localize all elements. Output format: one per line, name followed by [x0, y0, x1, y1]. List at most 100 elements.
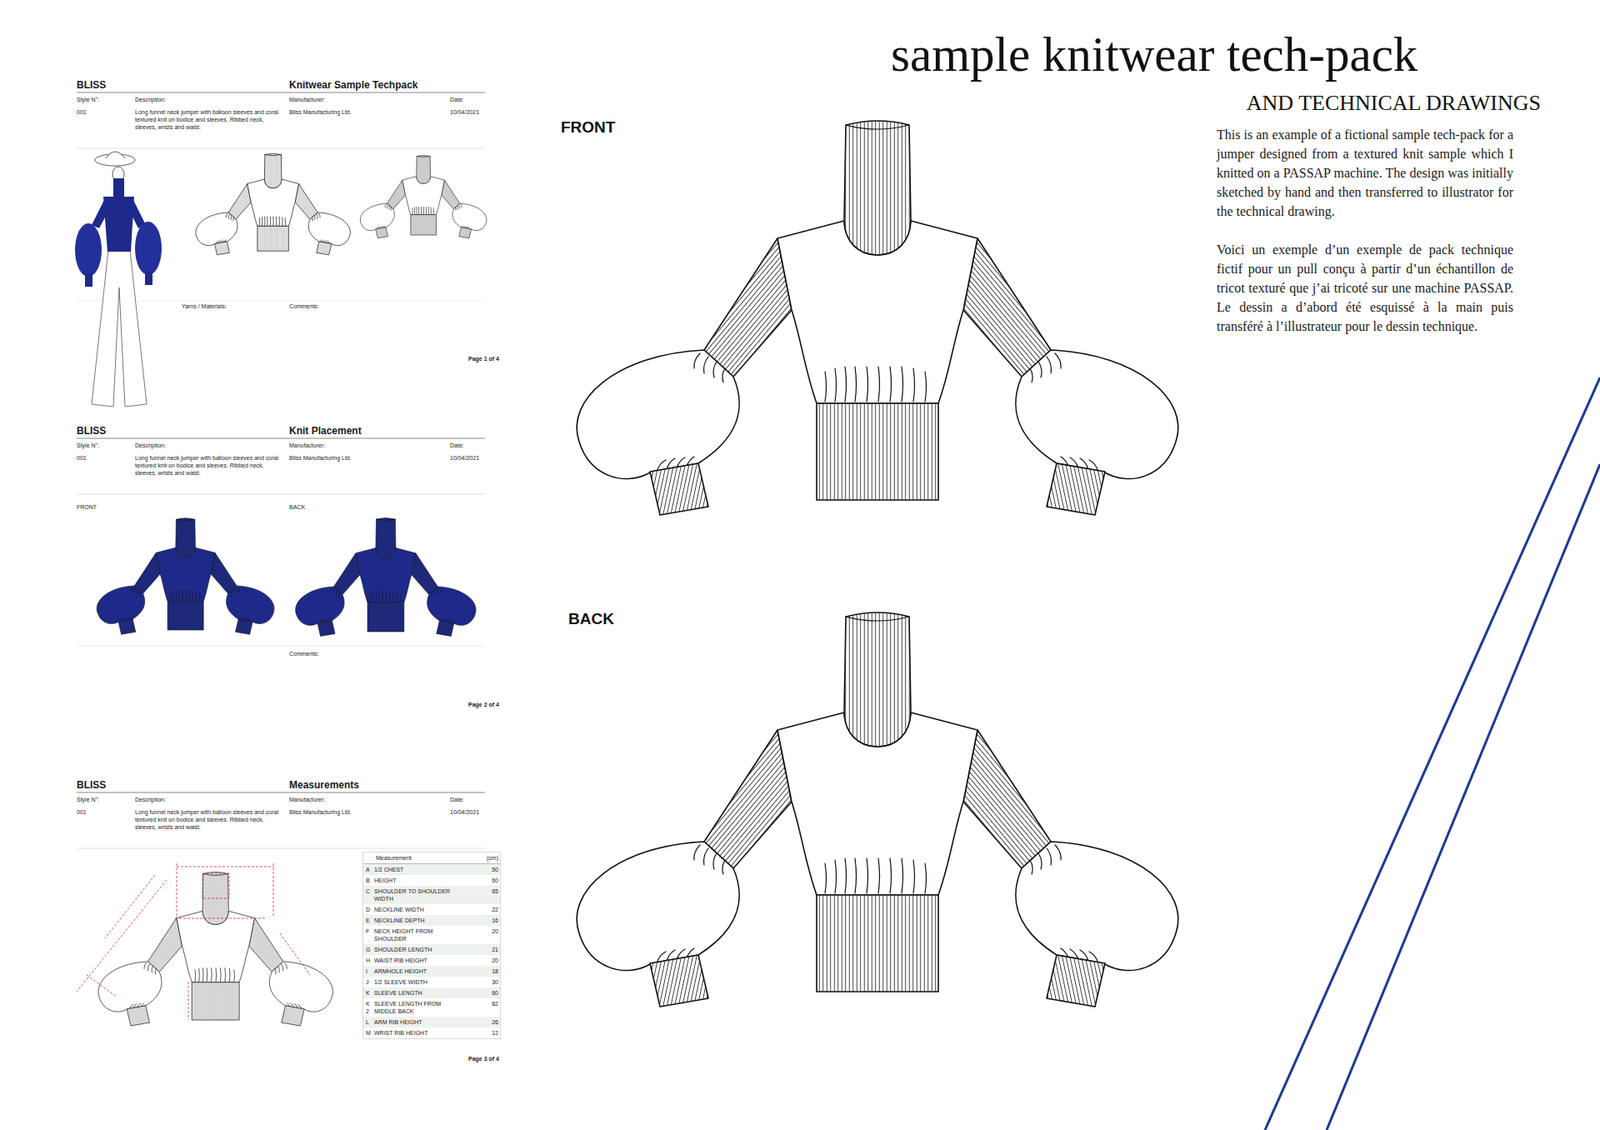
row-letter: F: [365, 927, 375, 935]
row-letter: A: [365, 865, 375, 874]
field-value: Long funnel neck jumper with balloon sle…: [135, 455, 281, 477]
field-value: Bliss Manufacturing Ltd.: [289, 809, 352, 817]
measurement-value: 20: [460, 927, 499, 935]
measurement-value: 60: [460, 876, 499, 885]
measurement-value: 60: [460, 989, 499, 997]
field-name: Description:: [135, 796, 166, 805]
page-number: Page 1 of 4: [468, 355, 500, 364]
field-name: Comments:: [289, 303, 320, 311]
row-letter: B: [365, 876, 375, 885]
table-row: GSHOULDER LENGTH21: [363, 944, 500, 955]
diagonal-lines: [1265, 377, 1600, 1130]
front-flat: [576, 120, 1179, 515]
measurement-value: 12: [460, 1029, 499, 1037]
fashion-illustration: [75, 151, 162, 407]
measurement-name: WAIST RIB HEIGHT: [374, 956, 461, 965]
field-name: Style N°:: [76, 96, 100, 105]
view-name: BACK: [568, 609, 615, 630]
field-name: Description:: [135, 442, 166, 450]
measurement-name: ARM RIB HEIGHT: [374, 1018, 461, 1026]
field-value: 10/04/2021: [450, 809, 480, 817]
table-row: MWRIST RIB HEIGHT12: [363, 1027, 500, 1039]
table-row: ENECKLINE DEPTH16: [363, 915, 500, 926]
table-row: FNECK HEIGHT FROM SHOULDER20: [363, 925, 500, 945]
row-letter: E: [365, 916, 375, 925]
sheet-title: Knitwear Sample Techpack: [289, 79, 419, 92]
view-name: BACK: [289, 504, 305, 512]
measurement-name: SLEEVE LENGTH FROM MIDDLE BACK: [374, 1000, 461, 1015]
field-value: Long funnel neck jumper with balloon sle…: [135, 809, 281, 831]
table-row: CSHOULDER TO SHOULDER WIDTH65: [363, 885, 500, 905]
measurement-name: HEIGHT: [374, 876, 461, 885]
brand-name: BLISS: [76, 779, 106, 792]
field-value: Long funnel neck jumper with balloon sle…: [135, 109, 281, 131]
table-row: A1/2 CHEST50: [363, 864, 500, 875]
measurement-name: NECK HEIGHT FROM SHOULDER: [374, 927, 461, 943]
brand-name: BLISS: [76, 79, 106, 92]
description-paragraph: This is an example of a fictional sample…: [1216, 125, 1514, 221]
field-name: Comments:: [289, 650, 320, 659]
measurement-value: 16: [460, 916, 499, 925]
table-row: IARMHOLE HEIGHT18: [363, 965, 500, 977]
measurement-name: ARMHOLE HEIGHT: [374, 967, 461, 975]
column-header: (cm): [486, 854, 499, 862]
measurement-name: 1/2 CHEST: [374, 865, 461, 874]
table-row: K 2SLEEVE LENGTH FROM MIDDLE BACK82: [363, 998, 500, 1017]
field-value: 10/04/2021: [450, 455, 480, 463]
table-row: LARM RIB HEIGHT26: [363, 1016, 500, 1028]
measurement-name: SHOULDER TO SHOULDER WIDTH: [374, 887, 461, 903]
field-value: 001: [76, 109, 87, 117]
row-letter: K 2: [365, 1000, 375, 1015]
field-name: Style N°:: [76, 796, 100, 805]
row-letter: L: [365, 1018, 375, 1026]
field-name: Manufacturer:: [289, 796, 325, 805]
field-name: Date:: [450, 796, 465, 805]
row-letter: G: [365, 945, 375, 954]
row-letter: I: [365, 967, 375, 975]
measurement-name: NECKLINE DEPTH: [374, 916, 461, 925]
row-letter: H: [365, 956, 375, 965]
measurement-value: 50: [460, 865, 499, 874]
sheet-title: Measurements: [289, 779, 360, 792]
view-name: FRONT: [560, 117, 615, 138]
field-name: Date:: [450, 442, 465, 450]
table-row: J1/2 SLEEVE WIDTH30: [363, 976, 500, 988]
text-column: This is an example of a fictional sample…: [1216, 125, 1514, 355]
measurement-value: 65: [460, 887, 499, 895]
table-header: Measurement(cm): [363, 852, 500, 865]
field-name: Manufacturer:: [289, 96, 325, 105]
column-header: Measurement: [375, 854, 487, 862]
measurement-name: SLEEVE LENGTH: [374, 989, 461, 997]
description-paragraph: Voici un exemple d’un exemple de pack te…: [1216, 240, 1514, 336]
sheet-title: Knit Placement: [289, 425, 362, 438]
field-name: Description:: [135, 96, 166, 105]
row-letter: K: [365, 989, 375, 997]
subtitle: AND TECHNICAL DRAWINGS: [1246, 90, 1541, 118]
row-letter: D: [365, 905, 375, 914]
table-row: DNECKLINE WIDTH22: [363, 904, 500, 915]
measurement-value: 20: [460, 956, 499, 965]
back-flat: [576, 612, 1179, 1007]
field-value: 10/04/2021: [450, 109, 480, 117]
table-row: BHEIGHT60: [363, 875, 500, 886]
measurement-value: 18: [460, 967, 499, 975]
field-name: Date:: [450, 96, 465, 105]
field-value: Bliss Manufacturing Ltd.: [289, 109, 352, 117]
brand-name: BLISS: [76, 425, 106, 438]
row-letter: J: [365, 978, 375, 986]
field-value: Bliss Manufacturing Ltd.: [289, 455, 352, 463]
row-letter: C: [365, 887, 375, 895]
field-name: Manufacturer:: [289, 442, 325, 450]
measurement-name: NECKLINE WIDTH: [374, 905, 461, 914]
field-name: Yarns / Materials:: [181, 303, 227, 311]
field-value: 001: [76, 455, 87, 463]
row-letter: M: [365, 1029, 375, 1037]
page-number: Page 3 of 4: [468, 1055, 500, 1064]
field-name: Style N°:: [76, 442, 100, 450]
page-title: sample knitwear tech-pack: [890, 30, 1418, 80]
measurement-name: SHOULDER LENGTH: [374, 945, 461, 954]
table-row: HWAIST RIB HEIGHT20: [363, 955, 500, 966]
view-name: FRONT: [76, 504, 97, 512]
measurement-value: 82: [460, 1000, 499, 1008]
